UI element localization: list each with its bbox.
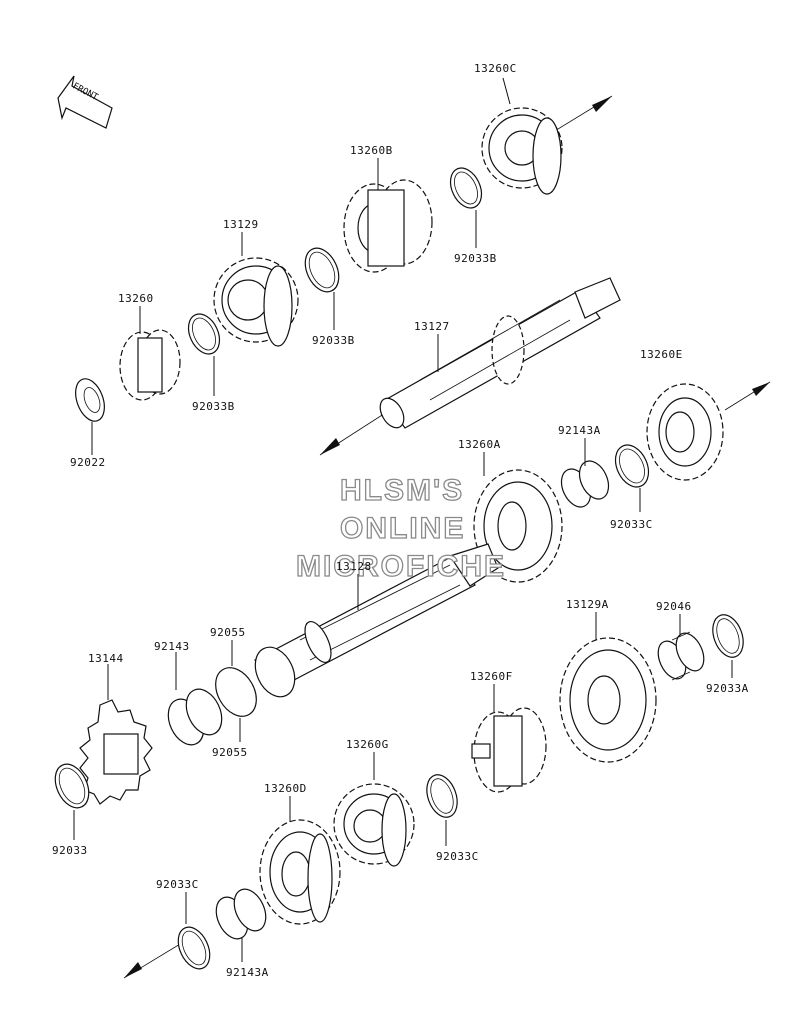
collar-92143A-top[interactable] xyxy=(556,456,614,511)
gear-13129A[interactable] xyxy=(559,637,657,763)
label-13260G[interactable]: 13260G xyxy=(346,738,389,751)
washer-92022[interactable] xyxy=(70,375,109,425)
label-92033C-left[interactable]: 92033C xyxy=(156,878,199,891)
gear-13260B[interactable] xyxy=(343,179,433,273)
watermark-line3: MICROFICHE xyxy=(296,550,506,583)
label-13129[interactable]: 13129 xyxy=(223,218,259,231)
collar-92143[interactable] xyxy=(161,683,228,750)
circlip-92033A[interactable] xyxy=(707,611,748,662)
circlip-92033B-top[interactable] xyxy=(444,163,487,213)
circlip-92033B-mid[interactable] xyxy=(299,243,346,297)
circlip-92033C-left[interactable] xyxy=(172,922,216,974)
front-arrow-icon: FRONT xyxy=(57,75,113,129)
label-92022[interactable]: 92022 xyxy=(70,456,106,469)
watermark-line1: HLSM'S xyxy=(340,474,464,507)
part-labels: 13260C 13260B 13129 92033B 13260 13127 9… xyxy=(52,62,749,979)
gear-13129[interactable] xyxy=(213,257,299,347)
gear-13260[interactable] xyxy=(119,329,181,401)
label-92033[interactable]: 92033 xyxy=(52,844,88,857)
label-13260A[interactable]: 13260A xyxy=(458,438,501,451)
label-13144[interactable]: 13144 xyxy=(88,652,124,665)
label-13129A[interactable]: 13129A xyxy=(566,598,609,611)
shaft-13127[interactable] xyxy=(375,277,621,432)
gear-13260D[interactable] xyxy=(259,819,341,925)
sprocket-13144[interactable] xyxy=(79,699,153,805)
circlip-92033C-mid[interactable] xyxy=(421,771,462,822)
label-92033C-right[interactable]: 92033C xyxy=(610,518,653,531)
label-92033B-mid[interactable]: 92033B xyxy=(312,334,355,347)
label-13128[interactable]: 13128 xyxy=(336,560,372,573)
label-13260F[interactable]: 13260F xyxy=(470,670,513,683)
label-13260D[interactable]: 13260D xyxy=(264,782,307,795)
gear-13260F[interactable] xyxy=(471,707,547,793)
label-13260E[interactable]: 13260E xyxy=(640,348,683,361)
label-13260B[interactable]: 13260B xyxy=(350,144,393,157)
circlip-92033B-left[interactable] xyxy=(182,309,225,359)
label-92143[interactable]: 92143 xyxy=(154,640,190,653)
label-13260[interactable]: 13260 xyxy=(118,292,154,305)
gear-13260E[interactable] xyxy=(646,383,724,481)
label-13127[interactable]: 13127 xyxy=(414,320,450,333)
label-92033A[interactable]: 92033A xyxy=(706,682,749,695)
gear-13260G[interactable] xyxy=(333,783,415,867)
shaft-13128[interactable] xyxy=(248,543,499,703)
label-13260C[interactable]: 13260C xyxy=(474,62,517,75)
bearing-92046[interactable] xyxy=(653,629,710,683)
watermark: HLSM'S ONLINE MICROFICHE xyxy=(295,473,506,583)
circlip-92033[interactable] xyxy=(49,759,96,813)
gear-13260A[interactable] xyxy=(473,469,563,583)
ring-92055[interactable] xyxy=(207,660,264,723)
gear-13260C[interactable] xyxy=(481,107,563,195)
label-92055-top[interactable]: 92055 xyxy=(210,626,246,639)
collar-92143A-bottom[interactable] xyxy=(210,884,272,944)
circlip-92033C-right[interactable] xyxy=(609,440,655,493)
label-92033C-mid[interactable]: 92033C xyxy=(436,850,479,863)
upper-axis-lines xyxy=(319,95,771,456)
label-92046[interactable]: 92046 xyxy=(656,600,692,613)
label-92055-bottom[interactable]: 92055 xyxy=(212,746,248,759)
label-92143A-top[interactable]: 92143A xyxy=(558,424,601,437)
label-92143A-bottom[interactable]: 92143A xyxy=(226,966,269,979)
label-92033B-left[interactable]: 92033B xyxy=(192,400,235,413)
label-92033B-top[interactable]: 92033B xyxy=(454,252,497,265)
watermark-line2: ONLINE xyxy=(340,512,465,545)
